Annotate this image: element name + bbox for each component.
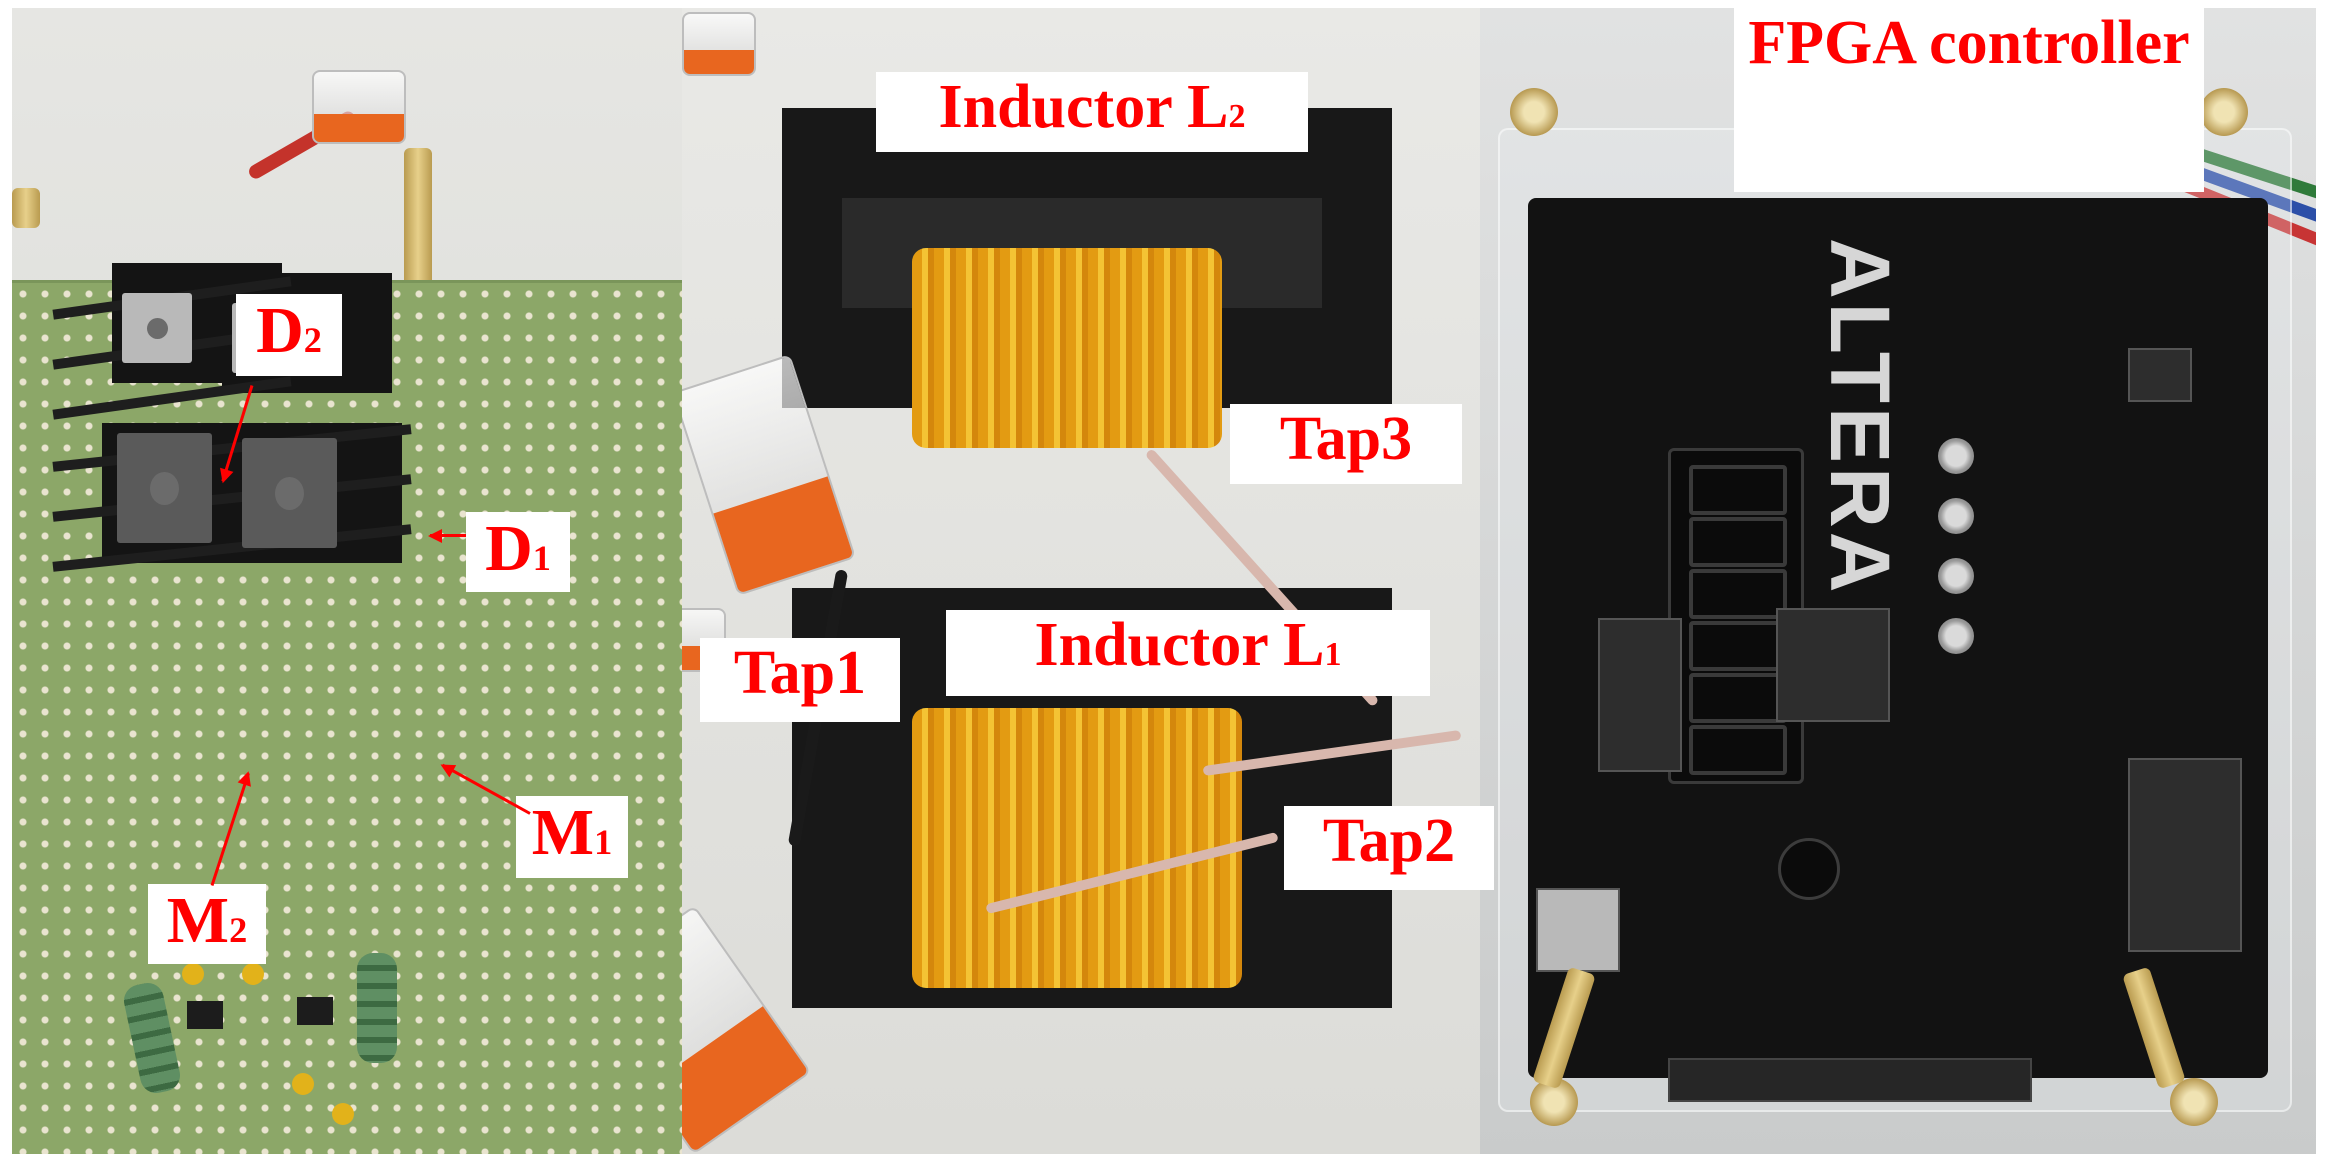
fpga-chip — [1776, 608, 1890, 722]
capacitor — [182, 963, 204, 985]
inductor-l2-coil — [912, 248, 1222, 448]
label-inductor-l2: Inductor L2 — [876, 72, 1308, 152]
perfboard — [12, 263, 682, 1154]
mosfet-m2-package — [117, 433, 212, 543]
resistor — [121, 980, 183, 1096]
arrow-d1 — [430, 534, 466, 537]
screw — [2170, 1078, 2218, 1126]
wago-connector — [682, 12, 756, 76]
usb-port — [2128, 348, 2192, 402]
capacitor — [1938, 558, 1974, 594]
label-tap3: Tap3 — [1230, 404, 1462, 484]
label-tap1: Tap1 — [700, 638, 900, 722]
label-d1: D1 — [466, 512, 570, 592]
fpga-board: ALTERA — [1528, 198, 2268, 1102]
fpga-photo: ALTERA — [1480, 8, 2316, 1154]
screw — [1510, 88, 1558, 136]
serial-port — [2128, 758, 2242, 952]
resistor — [357, 953, 397, 1063]
wago-connector — [312, 70, 406, 144]
capacitor — [292, 1073, 314, 1095]
standoff — [12, 188, 40, 228]
capacitor — [242, 963, 264, 985]
label-tap2: Tap2 — [1284, 806, 1494, 890]
capacitor — [1938, 498, 1974, 534]
capacitor — [332, 1103, 354, 1125]
inductor-l1-coil — [912, 708, 1242, 988]
diode-d2-package — [122, 293, 192, 363]
label-d2: D2 — [236, 294, 342, 376]
label-inductor-l1: Inductor L1 — [946, 610, 1430, 696]
standoff — [404, 148, 432, 288]
sd-card-slot — [1536, 888, 1620, 972]
screw — [2200, 88, 2248, 136]
optocoupler — [187, 1001, 223, 1029]
label-m2: M2 — [148, 884, 266, 964]
gpio-header — [1668, 1058, 2032, 1102]
seven-segment-display — [1668, 448, 1804, 784]
altera-logo: ALTERA — [1813, 238, 1907, 597]
memory-chip — [1598, 618, 1682, 772]
capacitor — [1938, 438, 1974, 474]
inductor-photo — [682, 8, 1480, 1154]
power-board-photo — [12, 8, 682, 1154]
mosfet-m1-package — [242, 438, 337, 548]
label-m1: M1 — [516, 796, 628, 878]
optocoupler — [297, 997, 333, 1025]
buzzer — [1778, 838, 1840, 900]
capacitor — [1938, 618, 1974, 654]
label-fpga-controller: FPGA controller — [1734, 8, 2204, 192]
